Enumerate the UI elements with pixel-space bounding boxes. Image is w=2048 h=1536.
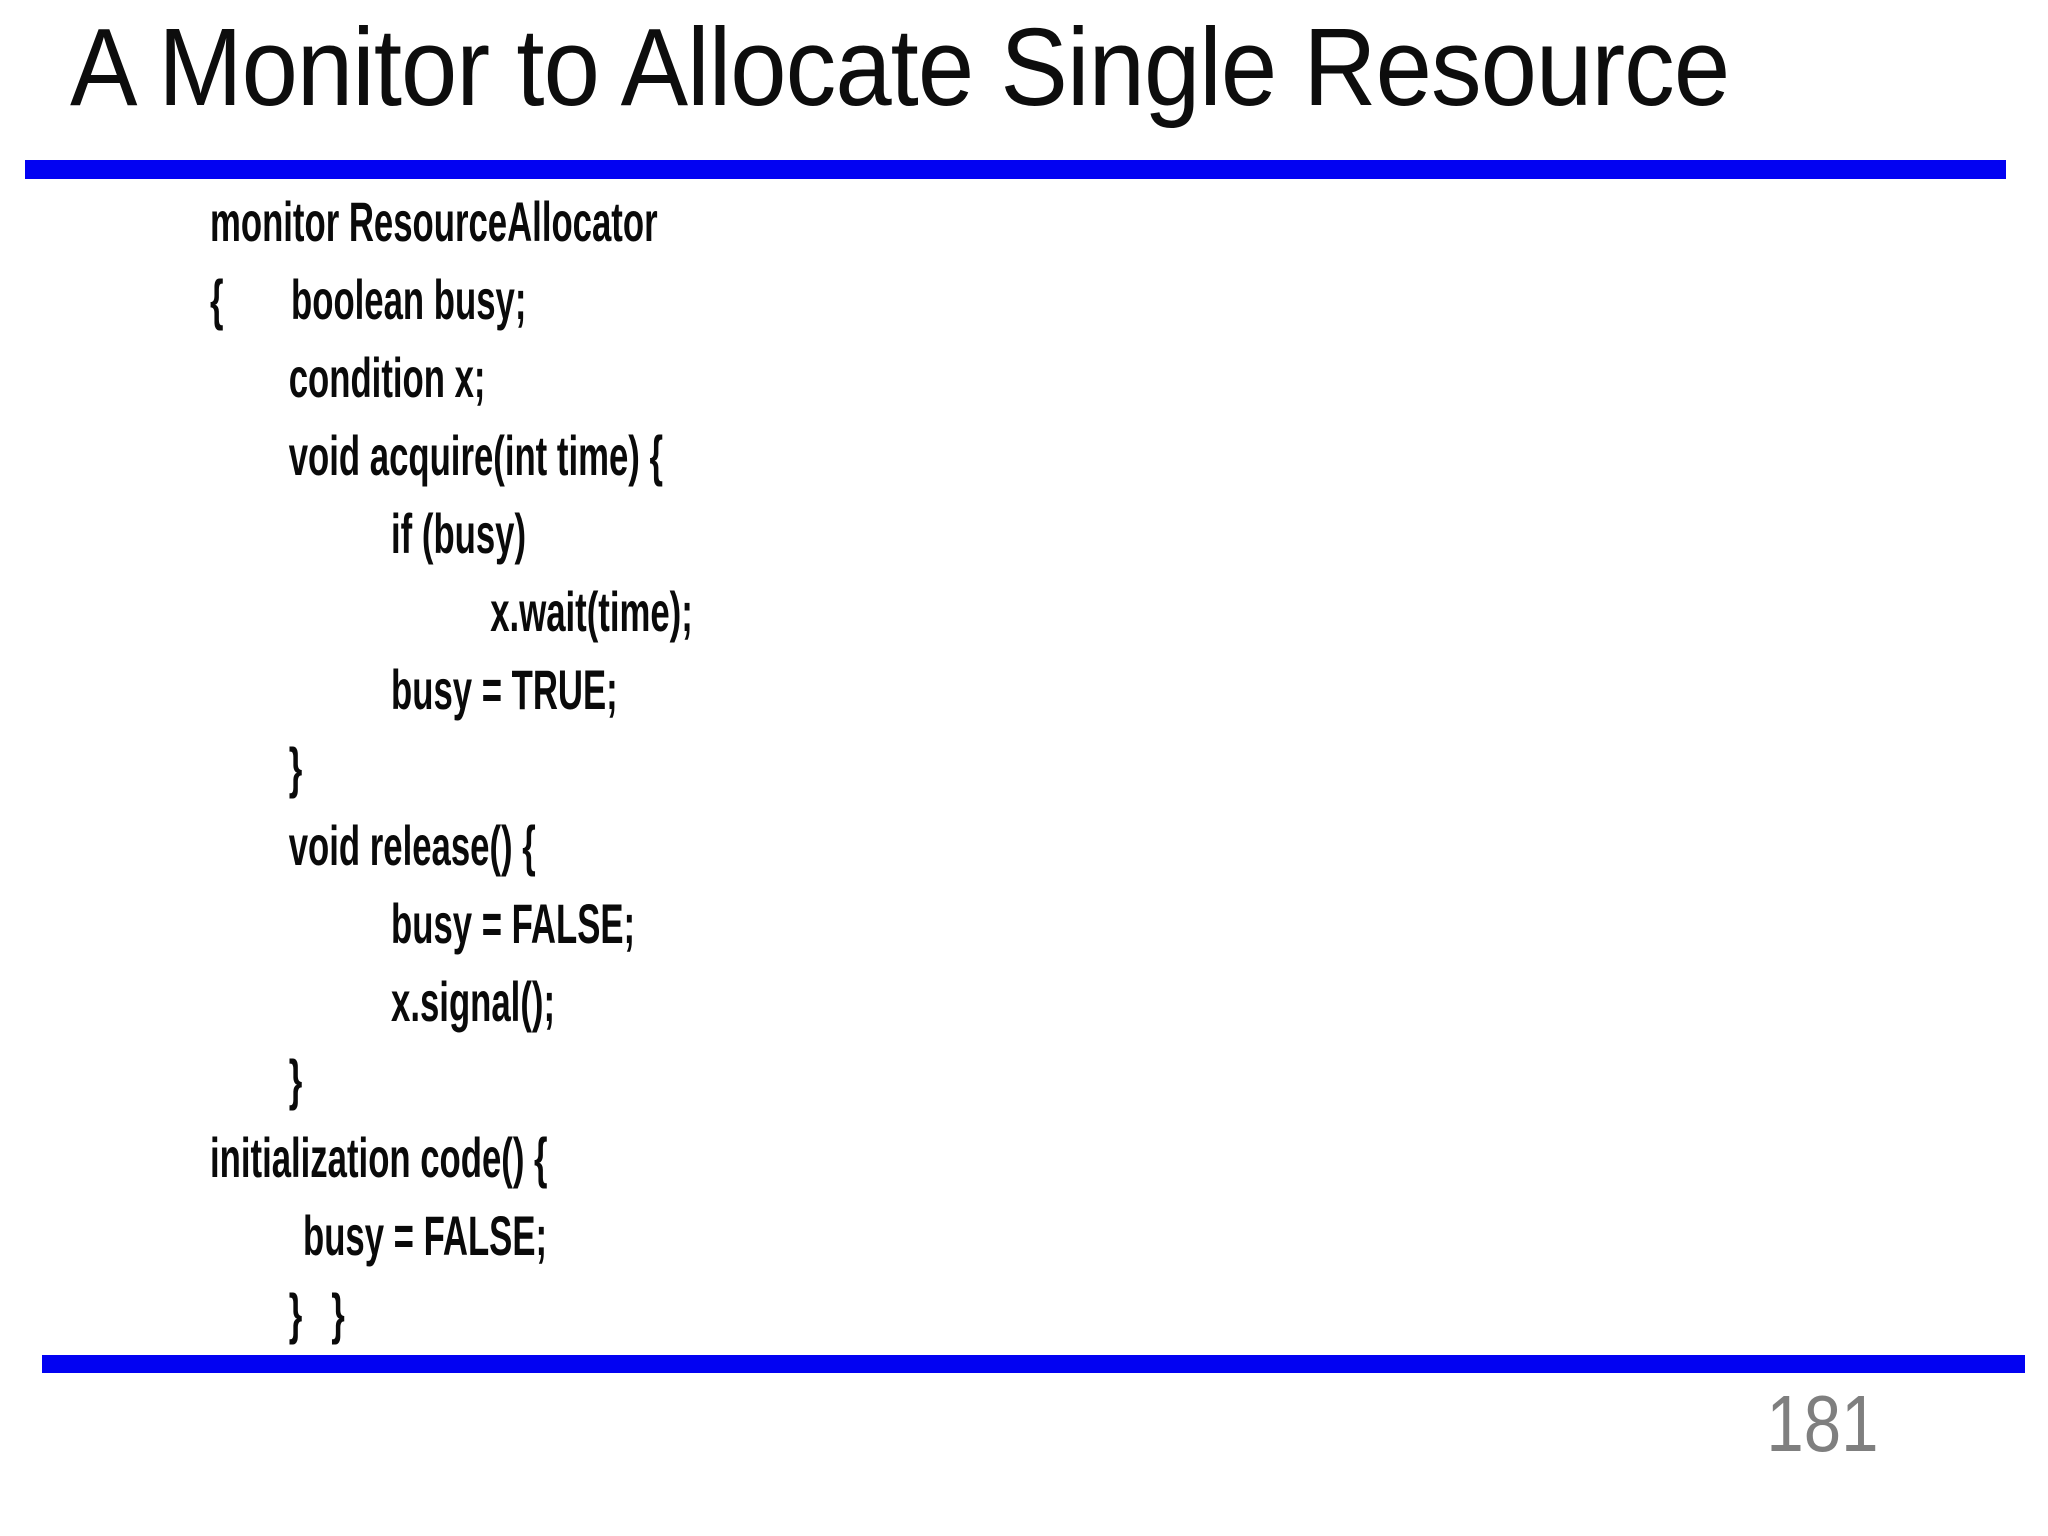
code-line: void acquire(int time) { (288, 424, 663, 487)
code-line: void release() { (288, 814, 536, 877)
code-block: monitor ResourceAllocator { boolean busy… (210, 183, 693, 1353)
code-line: busy = TRUE; (391, 658, 618, 721)
code-line: x.wait(time); (490, 580, 693, 643)
code-line: x.signal(); (391, 970, 556, 1033)
page-number: 181 (1765, 1379, 1878, 1468)
slide-title: A Monitor to Allocate Single Resource (70, 6, 1730, 129)
code-line: } } (288, 1282, 345, 1345)
title-divider-rule (25, 160, 2006, 179)
code-line: busy = FALSE; (391, 892, 636, 955)
code-line: } (288, 1048, 303, 1111)
code-line: initialization code() { (210, 1126, 548, 1189)
code-line: condition x; (288, 346, 486, 409)
footer-divider-rule (42, 1355, 2025, 1373)
code-line: { boolean busy; (210, 268, 527, 331)
code-line: busy = FALSE; (303, 1204, 548, 1267)
code-line: } (288, 736, 303, 799)
code-line: if (busy) (391, 502, 527, 565)
code-line: monitor ResourceAllocator (210, 190, 658, 253)
